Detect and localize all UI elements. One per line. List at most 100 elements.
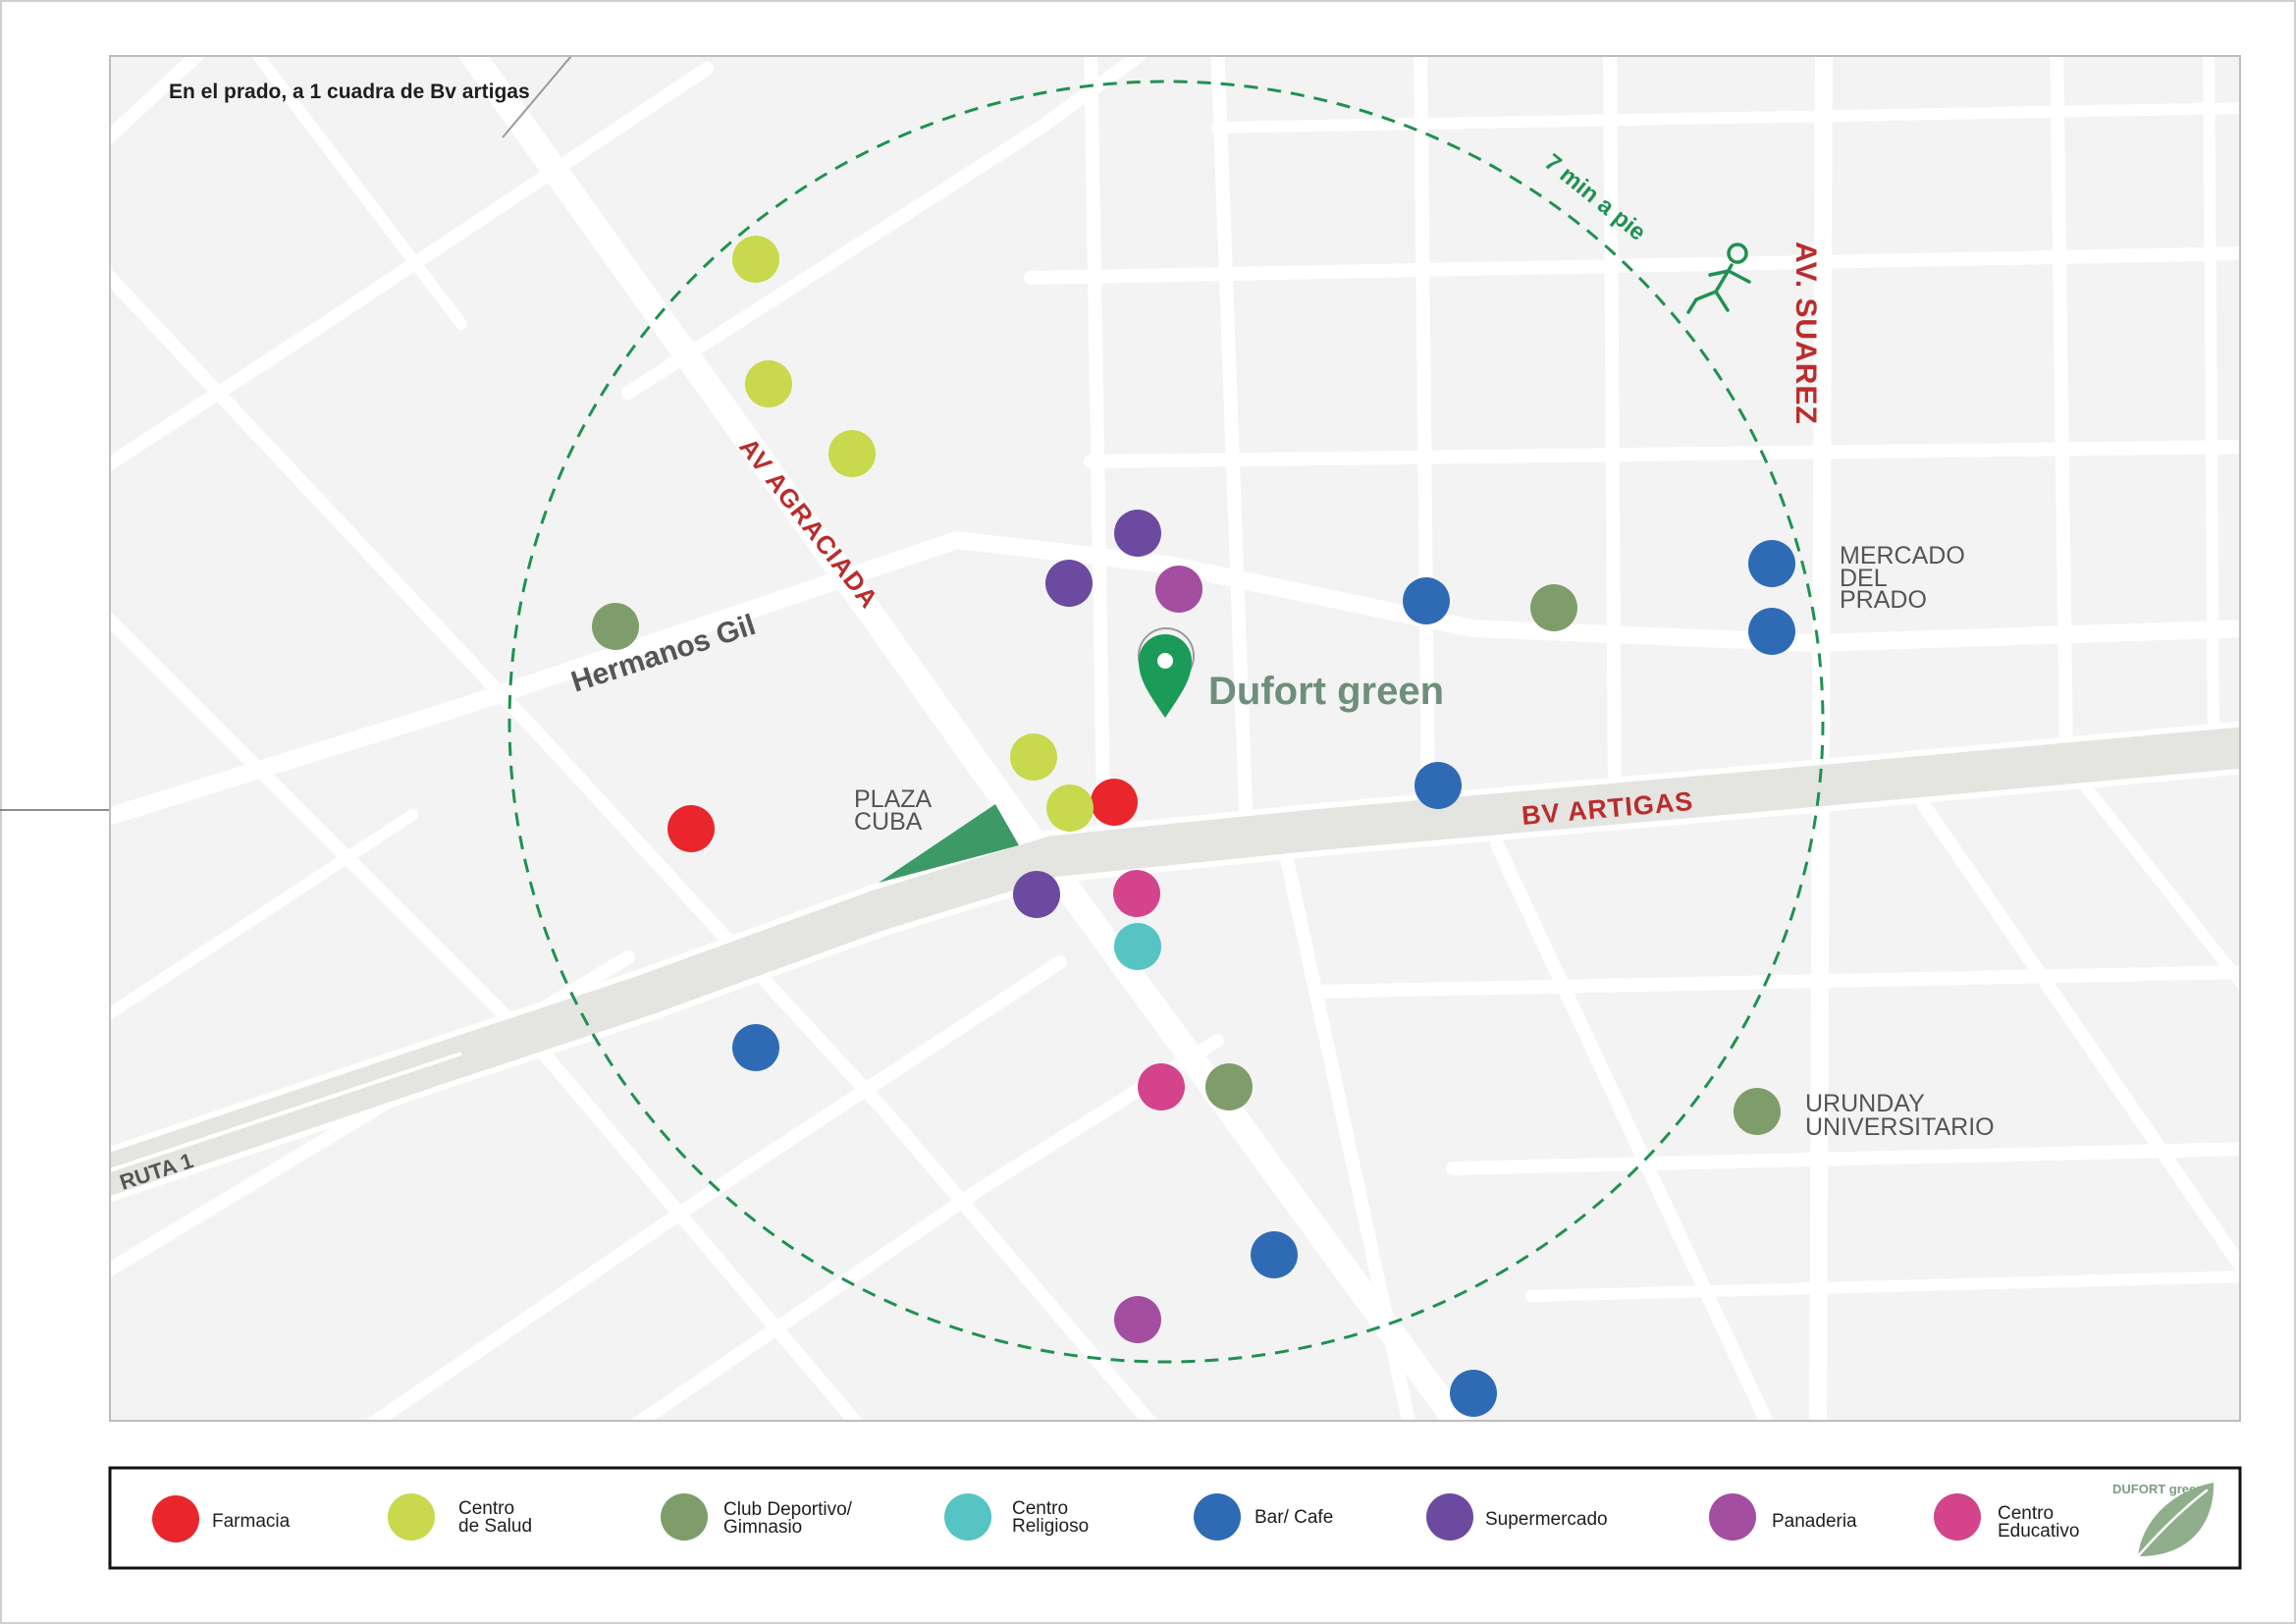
street <box>250 56 467 330</box>
street-label-suarez: AV. SUAREZ <box>1789 242 1822 425</box>
place-label-urunday-universitario: URUNDAY UNIVERSITARIO <box>1805 1090 1995 1141</box>
marker-centro-salud <box>745 360 792 407</box>
walking-person-arm <box>1727 269 1751 284</box>
legend-box <box>108 1466 2242 1570</box>
legend-label: Supermercado <box>1485 1509 1608 1530</box>
legend-item-centro-educativo: Centro Educativo <box>1934 1493 2079 1542</box>
map-frame <box>109 55 2241 1422</box>
legend-swatch <box>388 1493 435 1541</box>
map-area: En el prado, a 1 cuadra de Bv artigas AV… <box>110 56 2240 1421</box>
road-surface <box>110 727 2240 1197</box>
legend-label-line: Panaderia <box>1772 1511 1857 1532</box>
plaza-cuba-park <box>879 804 1019 883</box>
map-background <box>110 56 2240 1421</box>
legend-swatch <box>1934 1493 1981 1541</box>
marker-bar-cafe <box>1748 608 1795 655</box>
marker-farmacia <box>667 805 715 852</box>
brand-logo-text: DUFORT green <box>2112 1482 2204 1496</box>
street <box>1603 56 1622 802</box>
street <box>2056 750 2240 992</box>
legend-label-line: Centro <box>458 1498 514 1519</box>
legend-item-centro-religioso: Centro Religioso <box>944 1493 1089 1541</box>
legend-swatch <box>661 1493 708 1541</box>
walking-person-head <box>1727 243 1748 264</box>
street <box>1084 440 2240 468</box>
legend-item-panaderia: Panaderia <box>1709 1493 1857 1541</box>
marker-panaderia <box>1114 1296 1161 1343</box>
marker-club-deportivo <box>592 603 639 650</box>
walking-radius-circle <box>507 80 1825 1364</box>
place-label-line: URUNDAY <box>1805 1090 1925 1117</box>
place-label-plaza-cuba: PLAZA CUBA <box>854 785 937 836</box>
road-divider <box>110 1052 462 1173</box>
property-name: Dufort green <box>1208 670 1444 713</box>
street <box>2203 56 2219 752</box>
street <box>1490 838 1774 1421</box>
legend-label: Club Deportivo/ Gimnasio <box>723 1499 857 1538</box>
legend-swatch <box>1426 1493 1473 1541</box>
street-av-suarez <box>1809 56 1833 1421</box>
street <box>110 809 418 1021</box>
legend-swatch <box>944 1493 991 1541</box>
street-hermanos-gil <box>110 531 2240 826</box>
street <box>1414 56 1435 822</box>
place-label-mercado-del-prado: MERCADO DEL PRADO <box>1840 542 1972 614</box>
street <box>1084 56 1111 871</box>
leaf-vein <box>2130 1489 2209 1565</box>
legend-label-line: Club Deportivo/ <box>723 1499 853 1520</box>
legend-label-line: Centro <box>1998 1503 2054 1524</box>
street <box>1446 1142 2240 1175</box>
place-label-line: CUBA <box>854 808 923 836</box>
legend-label-line: Gimnasio <box>723 1517 802 1538</box>
legend-label-line: Supermercado <box>1485 1509 1608 1530</box>
legend-label-line: Centro <box>1012 1498 1068 1519</box>
legend-item-centro-salud: Centro de Salud <box>388 1493 532 1541</box>
marker-club-deportivo <box>1205 1063 1253 1110</box>
marker-bar-cafe <box>1403 577 1450 624</box>
marker-bar-cafe <box>1415 762 1462 809</box>
street <box>110 611 864 1421</box>
place-label-line: DEL <box>1840 565 1888 592</box>
legend-swatch <box>152 1495 199 1543</box>
street <box>1308 965 2240 999</box>
marker-panaderia <box>1155 566 1202 613</box>
street <box>110 56 203 146</box>
street <box>110 62 714 472</box>
legend-label: Bar/ Cafe <box>1255 1507 1333 1528</box>
map-edge-line <box>502 56 572 138</box>
legend-label: Centro Educativo <box>1998 1503 2079 1542</box>
map-title: En el prado, a 1 cuadra de Bv artigas <box>169 81 530 103</box>
marker-supermercado <box>1114 510 1161 557</box>
street <box>364 955 1067 1421</box>
map-pin-hole <box>1157 653 1173 669</box>
marker-club-deportivo <box>1734 1088 1781 1135</box>
street <box>1525 1271 2240 1302</box>
legend-item-farmacia: Farmacia <box>152 1495 291 1543</box>
marker-centro-educativo <box>1113 870 1160 917</box>
legend-label: Panaderia <box>1772 1511 1857 1532</box>
marker-centro-educativo <box>1138 1063 1185 1110</box>
place-label-line: MERCADO <box>1840 542 1965 569</box>
legend-label-line: de Salud <box>458 1516 532 1537</box>
street <box>1211 102 2240 134</box>
marker-centro-salud <box>828 430 876 477</box>
marker-bar-cafe <box>1251 1231 1298 1278</box>
walking-person-icon <box>1686 243 1751 314</box>
property-location: Dufort green <box>1138 627 1444 718</box>
legend: Farmacia Centro de Salud Club Deportivo/… <box>108 1466 2242 1570</box>
legend-item-supermercado: Supermercado <box>1426 1493 1608 1541</box>
walking-person-arm <box>1708 269 1731 277</box>
marker-club-deportivo <box>1530 584 1577 631</box>
walking-person-leg <box>1714 290 1730 312</box>
legend-label: Farmacia <box>212 1511 291 1532</box>
legend-item-club-deportivo: Club Deportivo/ Gimnasio <box>661 1493 857 1541</box>
marker-bar-cafe <box>1748 540 1795 587</box>
legend-label-line: Educativo <box>1998 1521 2079 1542</box>
street <box>621 56 1146 400</box>
legend-swatch <box>1194 1493 1241 1541</box>
marker-centro-salud <box>732 236 779 283</box>
road-network <box>110 56 2240 1421</box>
street <box>2050 56 2073 763</box>
legend-label-line: Religioso <box>1012 1516 1089 1537</box>
